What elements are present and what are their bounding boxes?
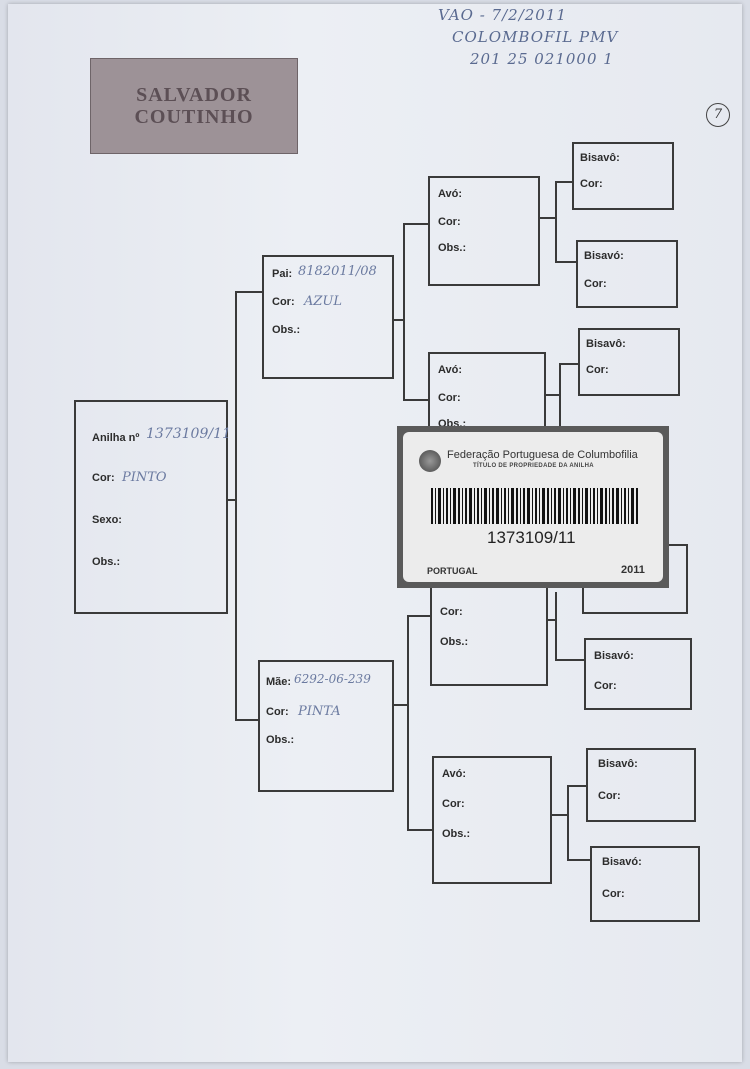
- great-grandparent-label: Bisavô:: [586, 338, 626, 350]
- great-grandparent-box: [586, 748, 696, 822]
- card-country: PORTUGAL: [427, 566, 478, 576]
- mother-obs-label: Obs.:: [266, 734, 295, 746]
- federation-name: Federação Portuguesa de Columbofilia: [447, 449, 638, 461]
- great-grandparent-label: Bisavô:: [580, 152, 620, 164]
- owner-name-line1: SALVADOR: [136, 84, 252, 106]
- great-grandparent-box: [572, 142, 674, 210]
- federation-logo-icon: [419, 450, 441, 472]
- great-grandparent-color-label: Cor:: [584, 278, 607, 290]
- father-ring-value: 8182011/08: [298, 264, 377, 279]
- owner-name-line2: COUTINHO: [134, 106, 254, 128]
- mother-ring-value: 6292-06-239: [294, 672, 371, 686]
- father-obs-label: Obs.:: [272, 324, 301, 336]
- grandparent-color-label: Cor:: [438, 392, 461, 404]
- ring-number-value: 1373109/11: [146, 426, 231, 442]
- grandparent-box: [428, 176, 540, 286]
- great-grandparent-color-label: Cor:: [580, 178, 603, 190]
- grandparent-label: Avó:: [438, 364, 463, 376]
- great-grandparent-label: Bisavó:: [584, 250, 624, 262]
- mother-label: Mãe:: [266, 676, 292, 688]
- ring-number-label: Anilha nº: [92, 432, 140, 444]
- ring-ownership-card: Federação Portuguesa de Columbofilia TÍT…: [397, 426, 669, 588]
- grandparent-box: [432, 756, 552, 884]
- card-year: 2011: [621, 564, 645, 576]
- father-label: Pai:: [272, 268, 293, 280]
- great-grandparent-color-label: Cor:: [602, 888, 625, 900]
- father-box: [262, 255, 394, 379]
- great-grandparent-box: [578, 328, 680, 396]
- great-grandparent-label: Bisavó:: [602, 856, 642, 868]
- great-grandparent-color-label: Cor:: [598, 790, 621, 802]
- father-color-label: Cor:: [272, 296, 295, 308]
- grandparent-color-label: Cor:: [440, 606, 463, 618]
- handwritten-note-line1: VAO - 7/2/2011: [438, 6, 567, 24]
- grandparent-color-label: Cor:: [438, 216, 461, 228]
- great-grandparent-label: Bisavó:: [594, 650, 634, 662]
- mother-color-value: PINTA: [298, 704, 341, 719]
- owner-name-label: SALVADOR COUTINHO: [90, 58, 298, 154]
- father-color-value: AZUL: [304, 294, 343, 309]
- mother-box: [258, 660, 394, 792]
- great-grandparent-color-label: Cor:: [594, 680, 617, 692]
- grandparent-label: Avó:: [442, 768, 467, 780]
- grandparent-color-label: Cor:: [442, 798, 465, 810]
- mother-color-label: Cor:: [266, 706, 289, 718]
- great-grandparent-color-label: Cor:: [586, 364, 609, 376]
- grandparent-box: [430, 580, 548, 686]
- subject-color-value: PINTO: [122, 470, 167, 485]
- great-grandparent-label: Bisavô:: [598, 758, 638, 770]
- subject-obs-label: Obs.:: [92, 556, 121, 568]
- great-grandparent-box: [590, 846, 700, 922]
- grandparent-label: Avó:: [438, 188, 463, 200]
- card-subtitle: TÍTULO DE PROPRIEDADE DA ANILHA: [473, 463, 594, 469]
- subject-sex-label: Sexo:: [92, 514, 122, 526]
- grandparent-obs-label: Obs.:: [438, 242, 467, 254]
- grandparent-obs-label: Obs.:: [440, 636, 469, 648]
- grandparent-obs-label: Obs.:: [442, 828, 471, 840]
- handwritten-note-line2: COLOMBOFIL PMV: [452, 28, 619, 46]
- great-grandparent-box: [576, 240, 678, 308]
- handwritten-note-line3: 201 25 021000 1: [470, 50, 614, 68]
- page-number: 7: [706, 103, 730, 127]
- card-ring-number: 1373109/11: [487, 528, 576, 547]
- subject-color-label: Cor:: [92, 472, 115, 484]
- great-grandparent-box: [584, 638, 692, 710]
- subject-box: [74, 400, 228, 614]
- barcode-icon: [431, 488, 638, 524]
